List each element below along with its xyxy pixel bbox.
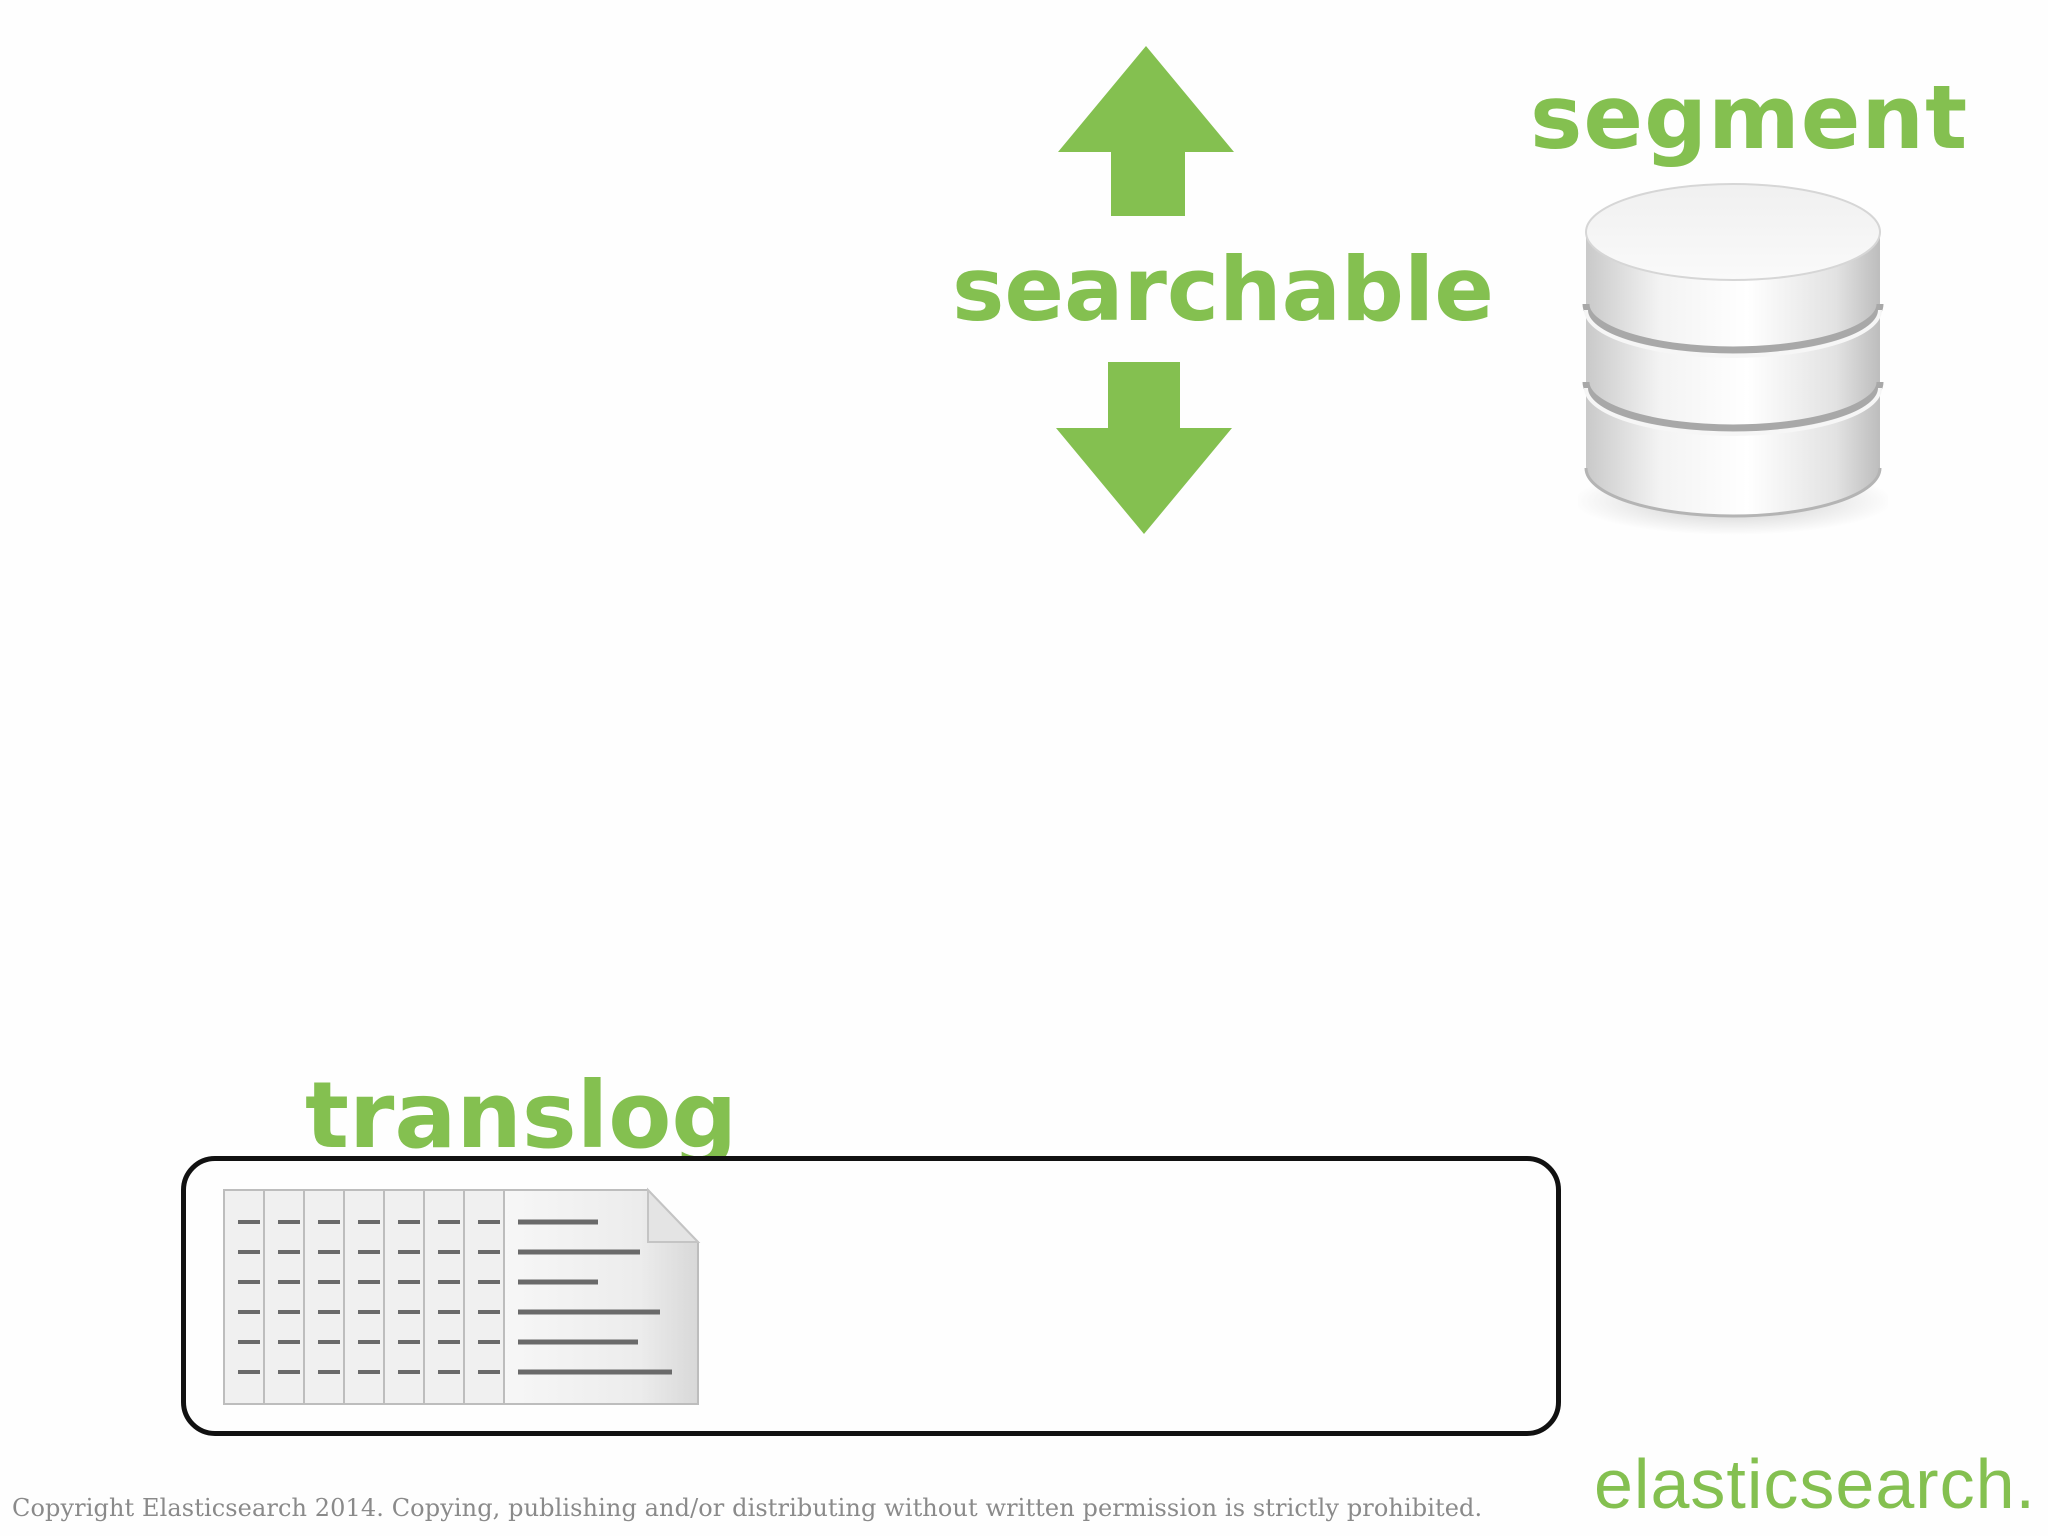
- arrow-up-icon: [1058, 46, 1234, 216]
- database-icon: [1578, 183, 1888, 535]
- arrow-down-icon: [1056, 362, 1232, 534]
- copyright-notice: Copyright Elasticsearch 2014. Copying, p…: [12, 1494, 1483, 1522]
- searchable-label: searchable: [952, 238, 1494, 341]
- document-stack-icon: [223, 1187, 701, 1405]
- segment-label: segment: [1530, 66, 1969, 169]
- elasticsearch-logo: elasticsearch.: [1594, 1445, 2036, 1523]
- translog-label: translog: [305, 1062, 738, 1169]
